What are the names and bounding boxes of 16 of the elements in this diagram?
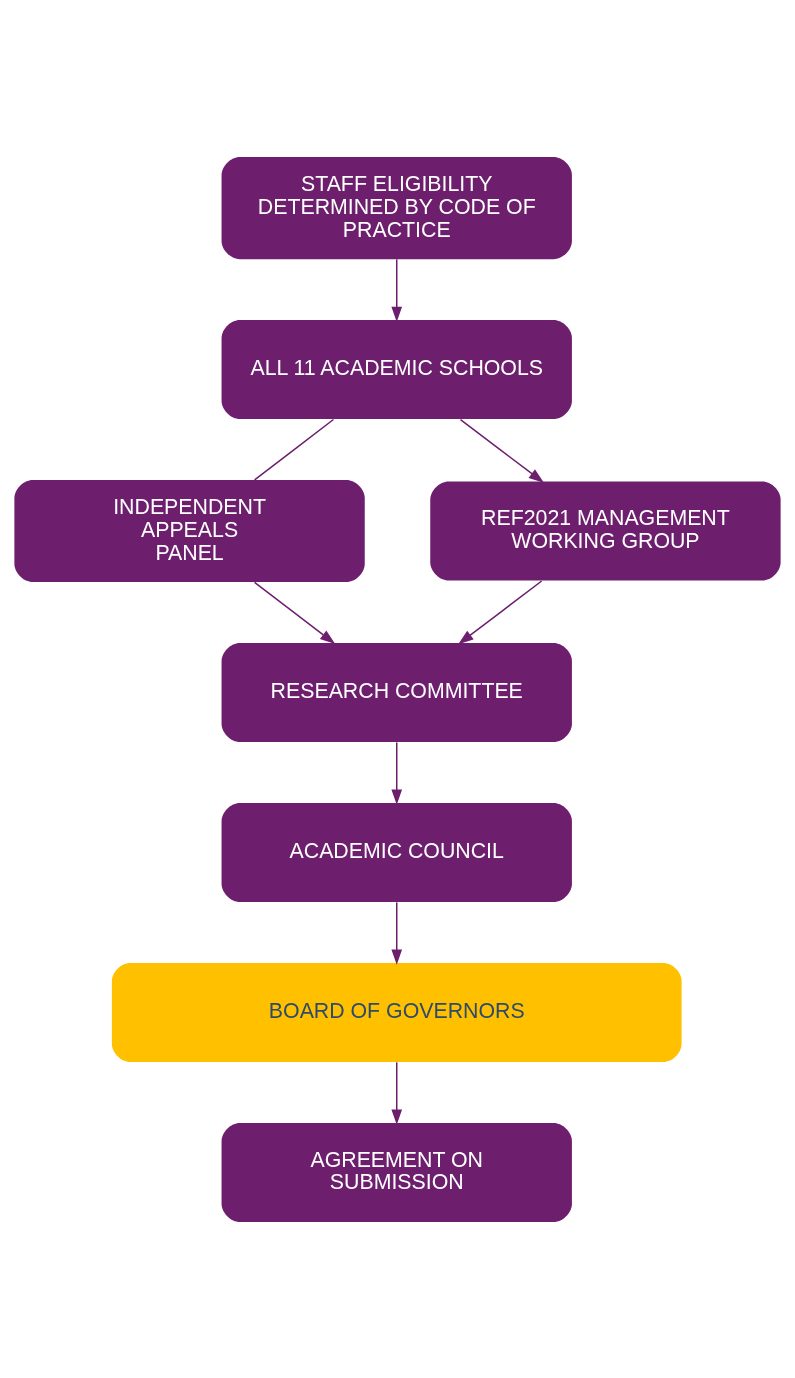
node-box: STAFF ELIGIBILITY DETERMINED BY CODE OF PRACTICE [221, 156, 572, 259]
node-box: REF2021 MANAGEMENT WORKING GROUP [430, 481, 781, 581]
node-box: ALL 11 ACADEMIC SCHOOLS [221, 319, 572, 419]
arrow [391, 901, 403, 965]
node-box: INDEPENDENT APPEALS PANEL [14, 479, 365, 582]
node-box: ACADEMIC COUNCIL [221, 802, 572, 902]
arrow [253, 581, 336, 644]
arrow [391, 258, 403, 322]
node-box: AGREEMENT ON SUBMISSION [221, 1122, 572, 1222]
arrow [458, 579, 543, 644]
node-box: BOARD OF GOVERNORS [111, 962, 682, 1062]
arrow [391, 1061, 403, 1125]
arrow [391, 741, 403, 805]
arrow [459, 418, 544, 483]
connector [253, 418, 335, 481]
node-box: RESEARCH COMMITTEE [221, 642, 572, 742]
